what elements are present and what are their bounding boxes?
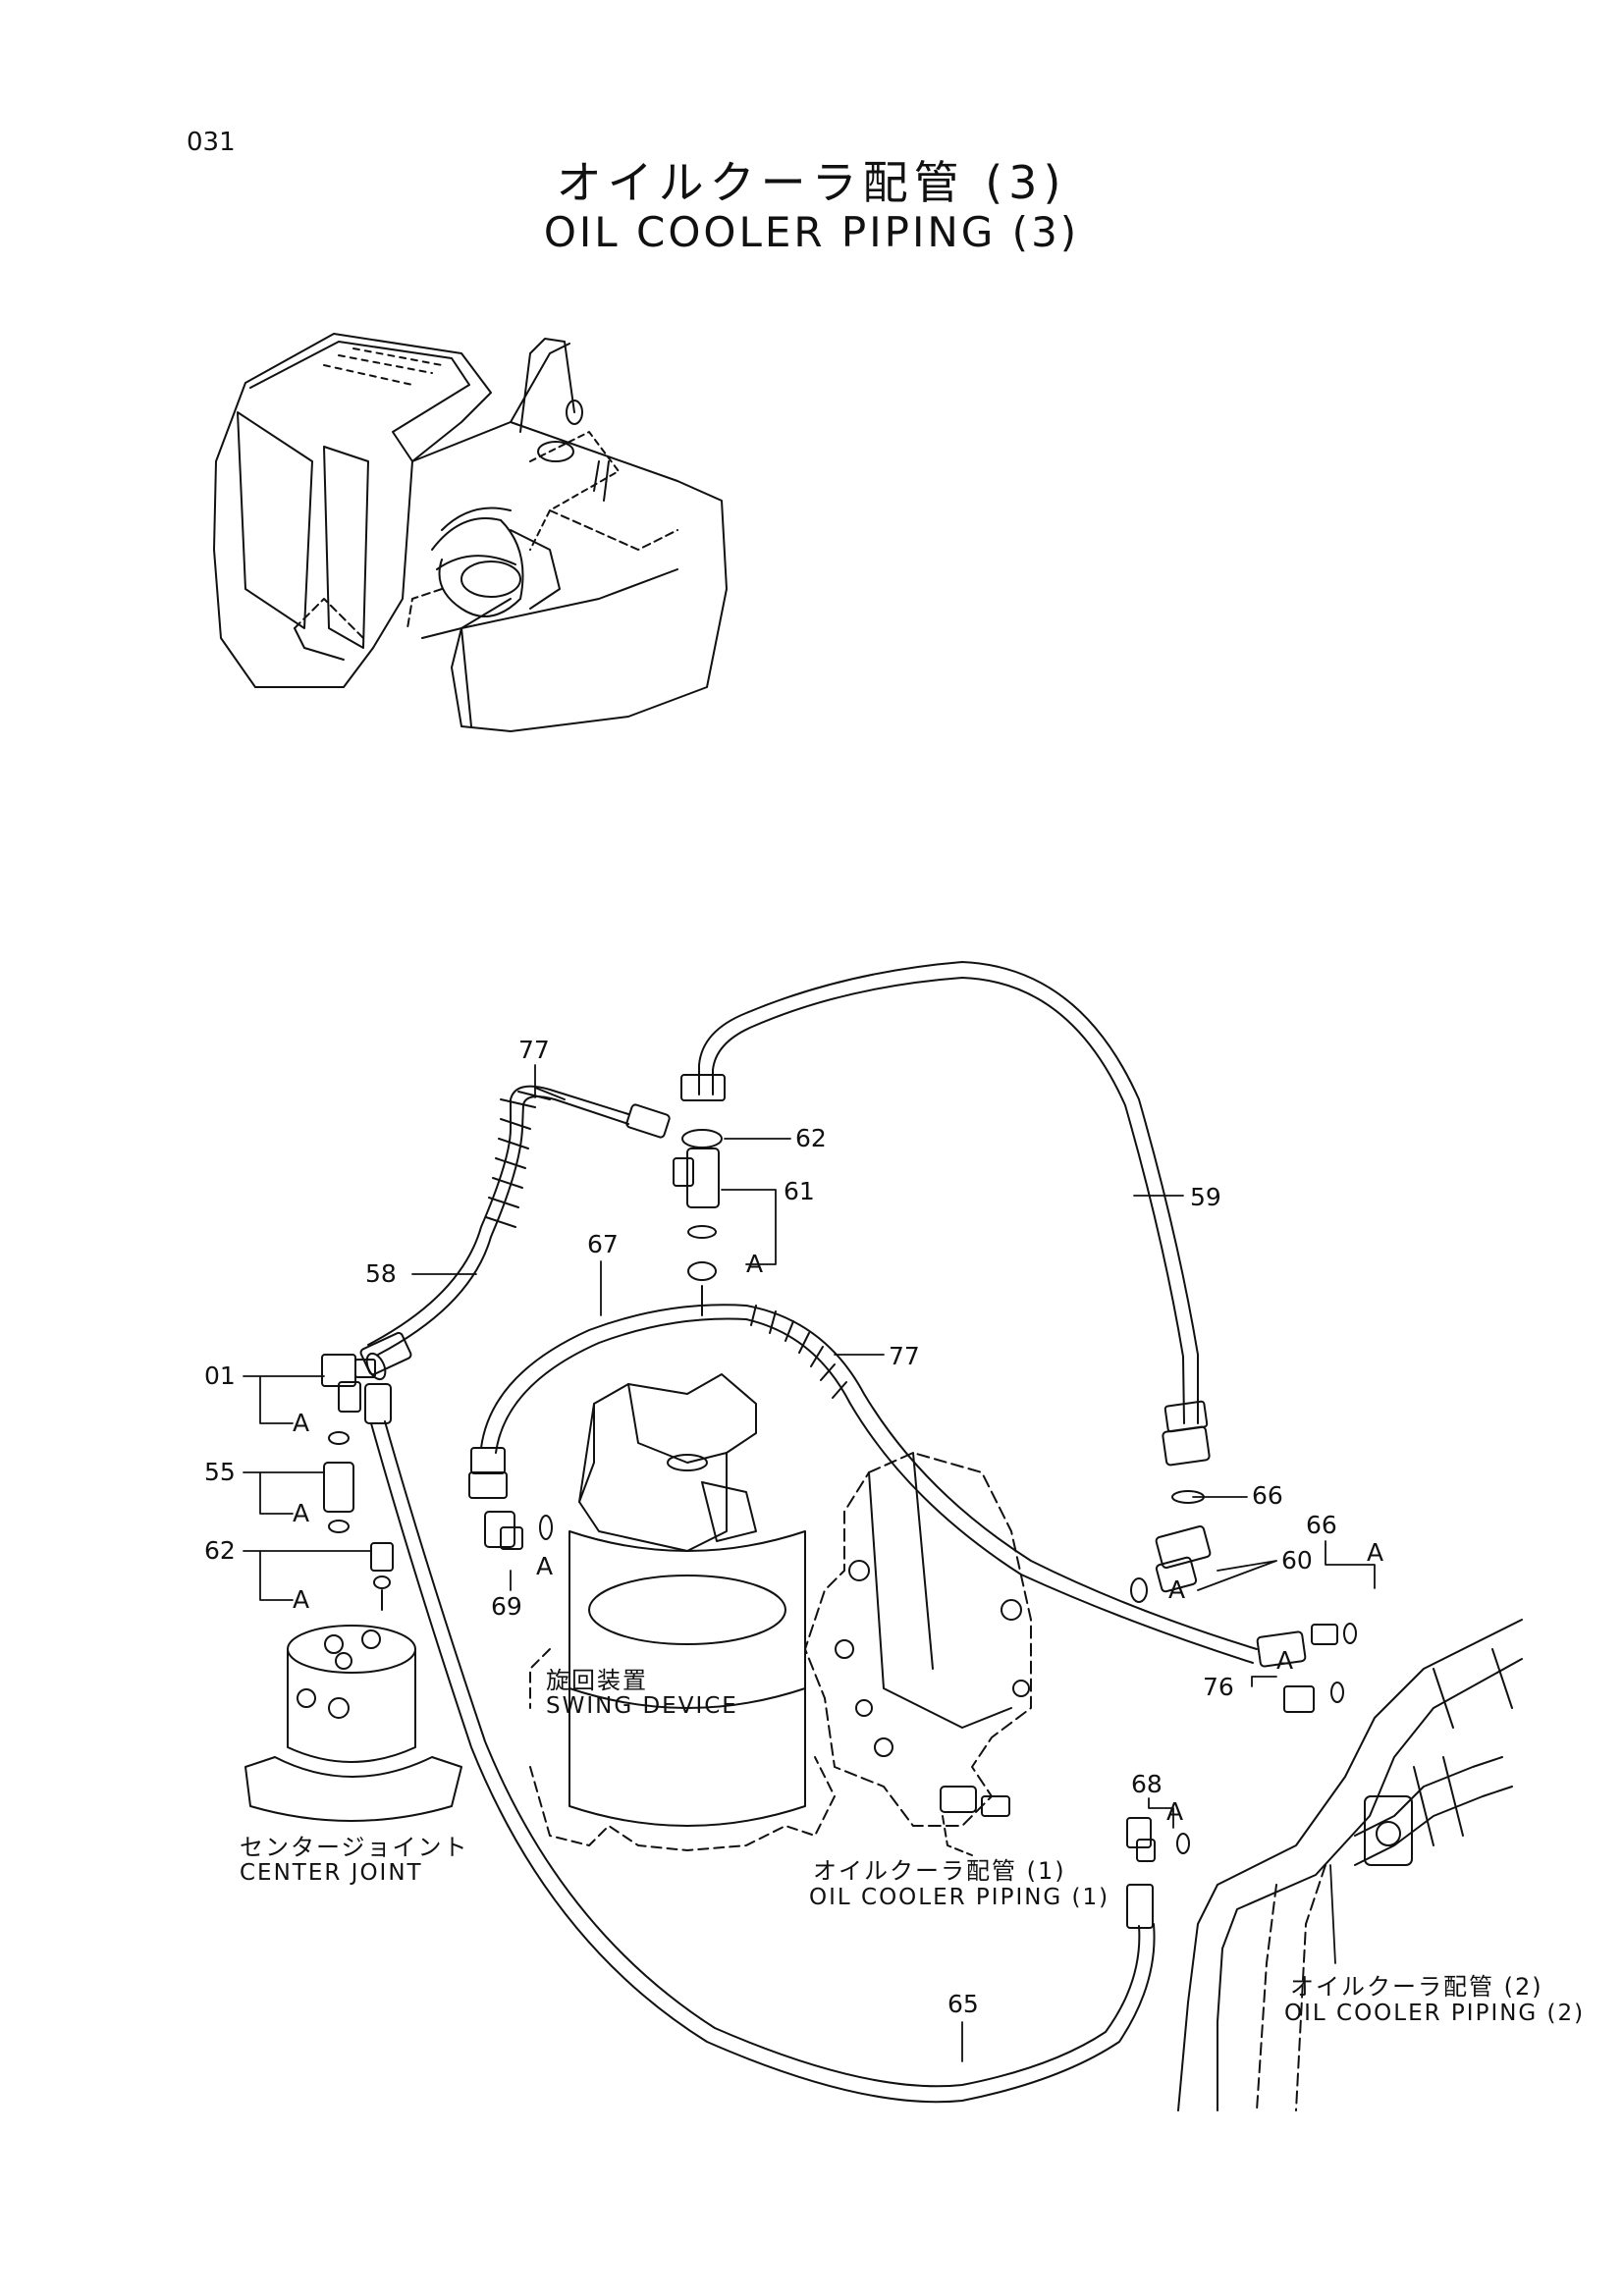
callout-61: 61 [784, 1177, 815, 1205]
callout-62-right: 66 [1252, 1481, 1283, 1510]
control-valve [804, 1452, 1032, 1856]
oil-cooler-piping-1-label-en: OIL COOLER PIPING (1) [809, 1885, 1110, 1910]
oil-cooler-piping-2-label-en: OIL COOLER PIPING (2) [1284, 2001, 1586, 2026]
callout-68: 68 [1131, 1770, 1163, 1798]
connection-letter-a: A [293, 1409, 309, 1437]
swing-device [484, 1373, 836, 1851]
connection-letter-a: A [1166, 1797, 1183, 1826]
callout-58: 58 [365, 1259, 397, 1288]
center-joint [244, 1625, 462, 1822]
callout-77-upper: 77 [518, 1036, 550, 1064]
page-number: 031 [187, 128, 236, 157]
callout-67: 67 [587, 1230, 619, 1258]
fittings-66-76-right [1126, 1623, 1357, 1862]
page-title-japanese: オイルクーラ配管 (3) [556, 156, 1067, 209]
connection-letter-a: A [1168, 1575, 1185, 1604]
oil-cooler-piping-2 [1177, 1619, 1523, 2111]
hose-58-77 [359, 1085, 671, 1381]
callout-69: 69 [491, 1592, 522, 1621]
connection-letter-a: A [536, 1552, 553, 1580]
connection-letter-a: A [293, 1499, 309, 1527]
callout-65: 65 [947, 1990, 979, 2018]
swing-device-label-en: SWING DEVICE [546, 1693, 738, 1719]
center-joint-label-en: CENTER JOINT [240, 1860, 423, 1886]
leader-lines [243, 1064, 1376, 2062]
callout-66-right: 66 [1306, 1511, 1337, 1539]
fitting-61-62-stack [673, 1129, 723, 1316]
fittings-01-55-66 [321, 1354, 394, 1611]
hose-59 [680, 961, 1211, 1504]
part-callouts: 77 62 61 59 67 58 77 01 55 66 62 60 66 6… [204, 1036, 1337, 2018]
fitting-60 [1130, 1524, 1212, 1603]
callout-01: 01 [204, 1362, 236, 1390]
connection-letter-a: A [293, 1585, 309, 1614]
callout-66-left: 62 [204, 1536, 236, 1565]
swing-device-label-jp: 旋回装置 [546, 1667, 648, 1694]
callout-62-upper: 62 [795, 1124, 827, 1152]
connection-letter-a: A [1276, 1646, 1293, 1675]
excavator-overview [213, 333, 728, 732]
page-title-english: OIL COOLER PIPING (3) [543, 208, 1080, 256]
callout-60: 60 [1281, 1546, 1313, 1575]
callout-77-middle: 77 [889, 1342, 920, 1370]
hose-67-77 [468, 1304, 1307, 1668]
oil-cooler-piping-2-label-jp: オイルクーラ配管 (2) [1290, 1973, 1543, 2001]
callout-76: 76 [1203, 1673, 1234, 1701]
center-joint-label-jp: センタージョイント [240, 1834, 469, 1861]
hose-65 [364, 1383, 1156, 2104]
connection-markers: A A A A A A A A A [293, 1250, 1383, 1826]
connection-letter-a: A [1367, 1538, 1383, 1567]
oil-cooler-piping-1-label-jp: オイルクーラ配管 (1) [813, 1857, 1066, 1885]
connection-letter-a: A [746, 1250, 763, 1278]
callout-55: 55 [204, 1458, 236, 1486]
callout-59: 59 [1190, 1183, 1221, 1211]
